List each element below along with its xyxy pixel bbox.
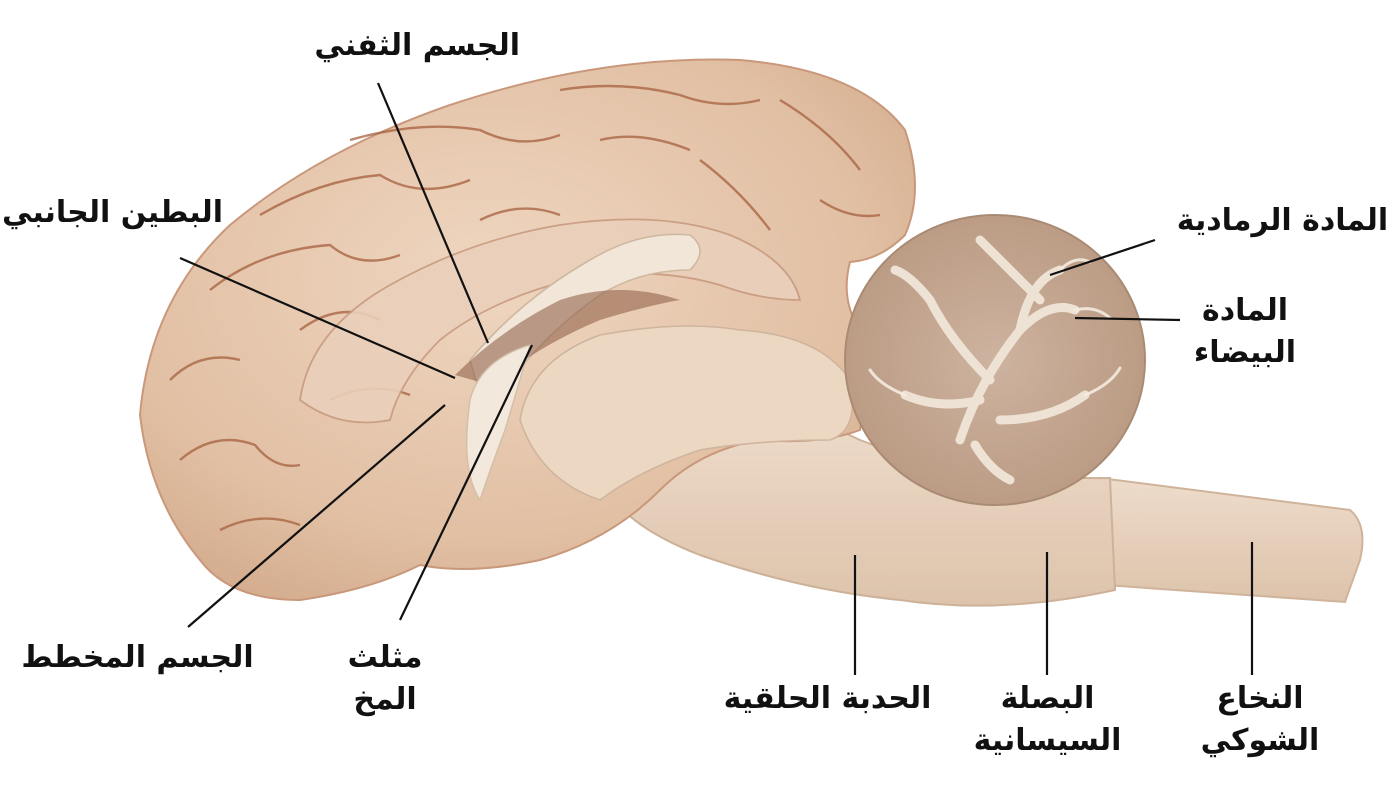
leader-corpus-striatum [187,404,446,628]
thalamus [519,325,854,501]
leader-lateral-ventricle [179,256,456,380]
label-spinal-cord-line2: الشوكي [1200,723,1320,758]
label-grey-matter: المادة الرمادية [1176,203,1389,238]
label-white-matter: المادة البيضاء [1180,290,1310,374]
leader-white-matter [1074,316,1181,322]
label-spinal-cord-line1: النخاع [1216,681,1304,716]
label-white-matter-line2: البيضاء [1193,335,1297,370]
label-corpus-striatum: الجسم المخطط [21,640,254,675]
label-pons: الحدبة الحلقية [723,681,932,716]
label-spinal-cord: النخاع الشوكي [1185,678,1335,762]
label-lateral-ventricle: البطين الجانبي [1,195,223,230]
label-fornix: مثلث المخ [330,637,440,721]
label-corpus-callosum: الجسم الثفني [314,28,520,63]
label-medulla-line1: البصلة [1000,681,1095,716]
spinal-cord [1098,476,1364,604]
label-medulla: البصلة السيسانية [960,678,1135,762]
label-medulla-line2: السيسانية [973,723,1122,758]
leader-lines [179,82,1254,675]
leader-corpus-callosum [376,82,490,344]
leader-grey-matter [1049,238,1156,277]
cerebellum [844,214,1146,506]
label-fornix-line1: مثلث [347,640,423,675]
leader-fornix [399,344,533,621]
label-white-matter-line1: المادة [1201,293,1289,328]
label-fornix-line2: المخ [353,682,417,717]
